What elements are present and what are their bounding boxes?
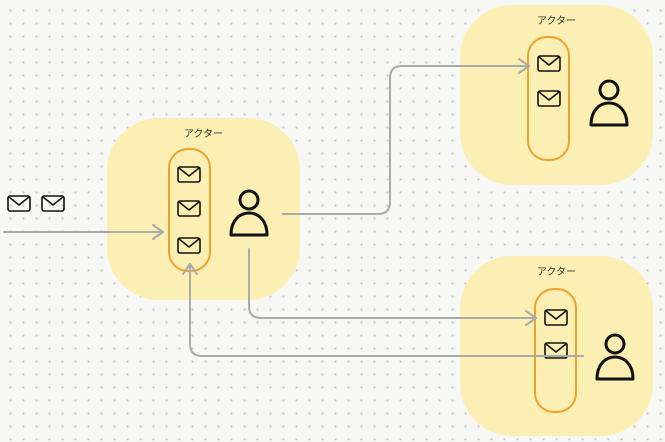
envelope-icon — [544, 342, 568, 359]
envelope-icon — [177, 200, 201, 217]
envelope-icon — [537, 90, 561, 107]
actor-label: アクター — [183, 129, 224, 140]
envelope-icon — [544, 309, 568, 326]
envelope-icon — [7, 195, 31, 212]
envelope-icon — [177, 237, 201, 254]
envelope-icon — [41, 195, 65, 212]
actor-label: アクター — [536, 16, 577, 27]
actor-label: アクター — [536, 267, 577, 278]
envelope-icon — [177, 166, 201, 183]
person-icon — [595, 333, 635, 381]
person-icon — [589, 79, 629, 127]
envelope-icon — [537, 55, 561, 72]
person-icon — [229, 189, 269, 237]
